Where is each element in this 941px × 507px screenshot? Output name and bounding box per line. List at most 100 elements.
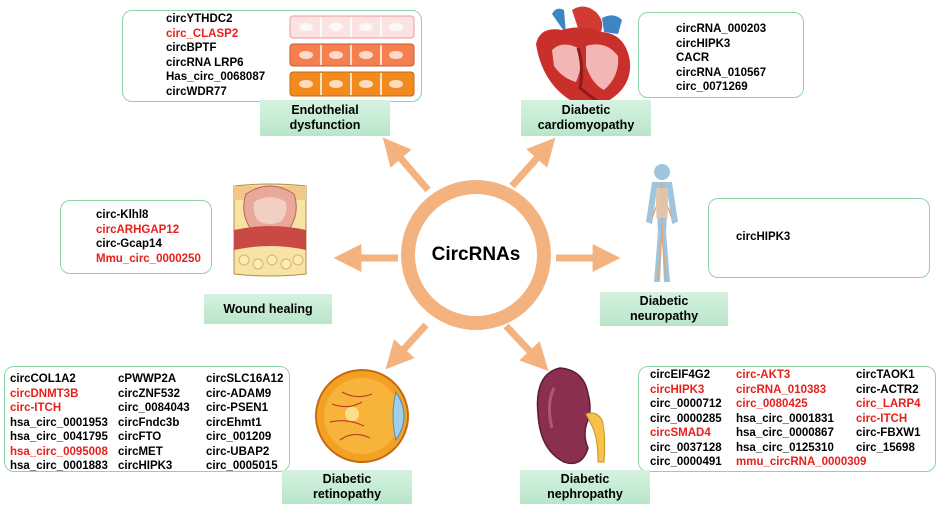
nephropathy-label-line1: Diabetic <box>560 472 610 486</box>
kidney-illustration <box>536 367 606 465</box>
list-item: hsa_circ_0001953 <box>10 416 108 429</box>
retinopathy-label-line2: retinopathy <box>312 487 382 501</box>
list-item: circTAOK1 <box>856 369 915 381</box>
nephropathy-box <box>638 366 936 472</box>
list-item: circSLC16A12 <box>206 373 284 385</box>
wound-list: circ-Klhl8 circARHGAP12 circ-Gcap14 Mmu_… <box>96 208 201 266</box>
endothelial-list: circYTHDC2 circ_CLASP2 circBPTF circRNA … <box>166 12 265 99</box>
list-item: Has_circ_0068087 <box>166 71 266 83</box>
nephropathy-label: Diabetic nephropathy <box>520 470 650 504</box>
list-item: circCOL1A2 <box>10 373 76 385</box>
list-item: circ_0000712 <box>650 398 722 410</box>
endothelial-label-line2: dysfunction <box>289 118 361 132</box>
list-item: circRNA_000203 <box>676 23 767 35</box>
list-item: circEhmt1 <box>206 416 262 429</box>
list-item: circ_0000491 <box>650 456 722 468</box>
eye-illustration <box>315 369 409 463</box>
list-item: CACR <box>676 52 710 64</box>
list-item: circ_001209 <box>206 431 272 443</box>
neuropathy-label-line1: Diabetic <box>639 294 689 308</box>
list-item: circ-ACTR2 <box>856 383 919 396</box>
nephropathy-label-line2: nephropathy <box>547 487 623 501</box>
endothelial-cells-illustration <box>289 15 415 97</box>
neuropathy-list: circHIPK3 <box>736 230 790 245</box>
list-item: mmu_circRNA_0000309 <box>736 456 867 468</box>
heart-illustration <box>536 6 631 108</box>
list-item: hsa_circ_0041795 <box>10 431 108 443</box>
list-item: circ-Klhl8 <box>96 209 149 221</box>
list-item: hsa_circ_0095008 <box>10 445 108 458</box>
list-item: circHIPK3 <box>676 37 731 50</box>
list-item: circHIPK3 <box>118 460 173 472</box>
cardiomyopathy-list: circRNA_000203 circHIPK3 CACR circRNA_01… <box>676 22 766 95</box>
list-item: circMET <box>118 445 163 458</box>
list-item: circ-ITCH <box>10 402 62 414</box>
retinopathy-col2: cPWWP2A circZNF532 circ_0084043 circFndc… <box>118 372 190 474</box>
wound-label-text: Wound healing <box>223 301 313 316</box>
arrow-nephropathy <box>503 323 549 372</box>
arrow-cardiomyopathy <box>509 137 556 189</box>
list-item: circDNMT3B <box>10 387 79 400</box>
arrow-retinopathy <box>385 322 429 370</box>
nephropathy-col1: circEIF4G2 circHIPK3 circ_0000712 circ_0… <box>650 368 722 470</box>
cardiomyopathy-box <box>638 12 804 98</box>
list-item: circZNF532 <box>118 387 181 400</box>
list-item: circ-UBAP2 <box>206 445 270 458</box>
retinopathy-label: Diabetic retinopathy <box>282 470 412 504</box>
list-item: circ_0000285 <box>650 412 722 425</box>
list-item: circ_0071269 <box>676 81 748 93</box>
list-item: circSMAD4 <box>650 427 711 439</box>
endothelial-label: Endothelial dysfunction <box>260 100 390 136</box>
list-item: circFndc3b <box>118 416 180 429</box>
wound-box <box>60 200 212 274</box>
list-item: circ_15698 <box>856 441 915 454</box>
list-item: Mmu_circ_0000250 <box>96 252 201 265</box>
list-item: circ_0037128 <box>650 441 722 454</box>
neuropathy-label-line2: neuropathy <box>629 309 699 323</box>
list-item: circ_0005015 <box>206 460 278 472</box>
list-item: circ_0084043 <box>118 402 190 414</box>
list-item: circ-ADAM9 <box>206 387 272 400</box>
list-item: hsa_circ_0125310 <box>736 441 834 454</box>
list-item: circARHGAP12 <box>96 223 180 236</box>
list-item: hsa_circ_0000867 <box>736 427 834 439</box>
list-item: circBPTF <box>166 42 217 54</box>
list-item: circ-AKT3 <box>736 369 791 381</box>
list-item: circRNA_010383 <box>736 383 827 396</box>
cardiomyopathy-label-line1: Diabetic <box>561 103 611 117</box>
endothelial-label-line1: Endothelial <box>291 103 359 117</box>
wound-label: Wound healing <box>204 294 332 324</box>
cardiomyopathy-label-line2: cardiomyopathy <box>537 118 635 132</box>
list-item: circ-Gcap14 <box>96 238 162 250</box>
list-item: circRNA_010567 <box>676 66 767 79</box>
neuropathy-box <box>708 198 930 278</box>
list-item: circHIPK3 <box>650 383 705 396</box>
neuropathy-label: Diabetic neuropathy <box>600 292 728 326</box>
retinopathy-box <box>4 366 290 472</box>
skin-wound-illustration <box>233 183 307 277</box>
list-item: circFTO <box>118 431 162 443</box>
nephropathy-col3: circTAOK1 circ-ACTR2 circ_LARP4 circ-ITC… <box>856 368 921 455</box>
list-item: hsa_circ_0001883 <box>10 460 108 472</box>
list-item: circ-PSEN1 <box>206 402 269 414</box>
circrnas-hub: CircRNAs <box>401 180 551 330</box>
cardiomyopathy-label: Diabetic cardiomyopathy <box>521 100 651 136</box>
list-item: circ_LARP4 <box>856 398 921 410</box>
list-item: hsa_circ_0001831 <box>736 412 834 425</box>
list-item: cPWWP2A <box>118 373 177 385</box>
list-item: circWDR77 <box>166 85 227 98</box>
list-item: circEIF4G2 <box>650 369 711 381</box>
hub-title: CircRNAs <box>431 244 521 265</box>
list-item: circ_0080425 <box>736 398 808 410</box>
list-item: circYTHDC2 <box>166 13 233 25</box>
retinopathy-col3: circSLC16A12 circ-ADAM9 circ-PSEN1 circE… <box>206 372 283 474</box>
arrow-endothelial <box>382 137 431 193</box>
nephropathy-col2: circ-AKT3 circRNA_010383 circ_0080425 hs… <box>736 368 866 470</box>
human-nervous-system-illustration <box>646 164 678 282</box>
retinopathy-col1: circCOL1A2 circDNMT3B circ-ITCH hsa_circ… <box>10 372 108 474</box>
list-item: circHIPK3 <box>736 231 791 243</box>
list-item: circRNA LRP6 <box>166 56 244 69</box>
list-item: circ-ITCH <box>856 412 908 425</box>
list-item: circ-FBXW1 <box>856 427 921 439</box>
